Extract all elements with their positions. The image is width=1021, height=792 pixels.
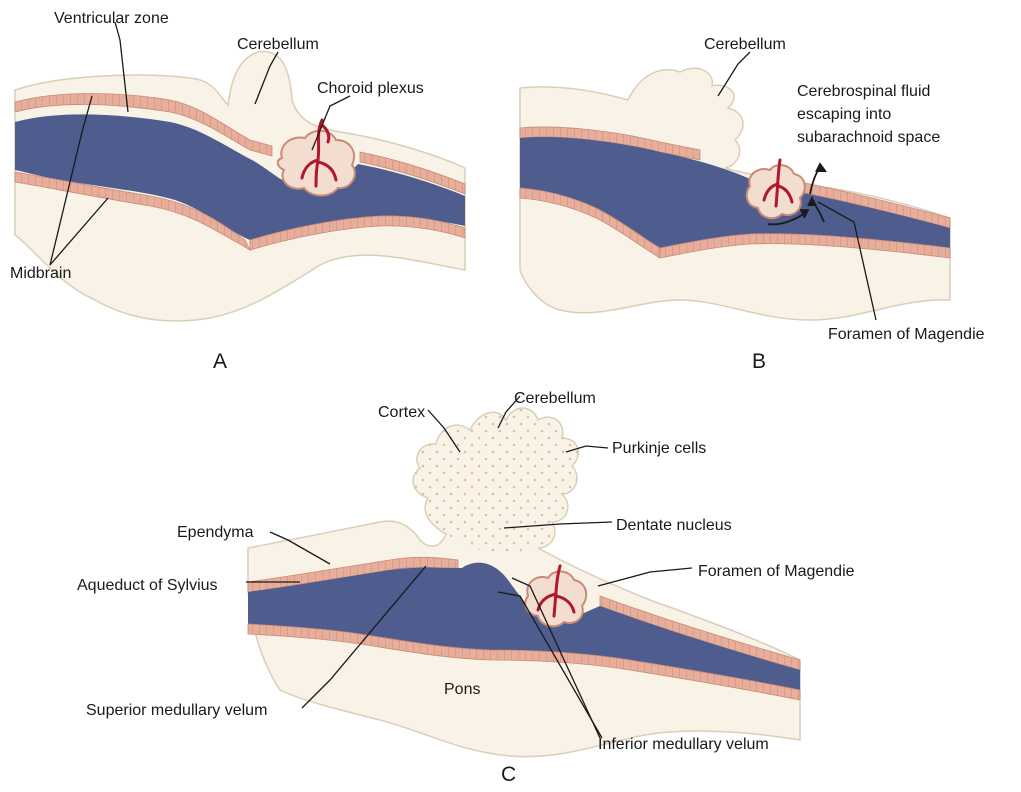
panel-b: Cerebellum Cerebrospinal fluid escaping … — [519, 36, 985, 373]
panel-c-label-foramen: Foramen of Magendie — [698, 563, 855, 580]
panel-a-ependyma-bottom-right — [249, 215, 466, 251]
panel-c-leader-inferior-velum-1 — [497, 591, 603, 739]
panel-b-csf-flow-arrows — [767, 162, 827, 226]
panel-b-label-csf-line2: escaping into — [797, 106, 891, 123]
panel-a: Ventricular zone Cerebellum Choroid plex… — [10, 10, 466, 373]
panel-a-ependyma-top-right — [359, 151, 466, 195]
panel-c-ventricle — [248, 562, 800, 690]
panel-a-ependyma-top — [14, 93, 273, 157]
panel-b-ventricle — [520, 136, 950, 248]
panel-b-label-csf-line3: subarachnoid space — [797, 129, 940, 146]
panel-c-leader-cortex — [427, 409, 461, 453]
panel-a-label-midbrain: Midbrain — [10, 265, 71, 282]
panel-c-letter: C — [501, 763, 516, 786]
panel-a-ventricle — [15, 114, 465, 240]
panel-c-label-cerebellum: Cerebellum — [514, 390, 596, 407]
panel-c-leader-foramen — [597, 567, 693, 587]
panel-a-leader-cerebellum — [254, 51, 279, 105]
panel-b-label-cerebellum: Cerebellum — [704, 36, 786, 53]
panel-c-label-aqueduct: Aqueduct of Sylvius — [77, 577, 218, 594]
panel-a-blood-vessel — [300, 118, 338, 188]
panel-c-label-dentate: Dentate nucleus — [616, 517, 732, 534]
panel-b-label-csf-line1: Cerebrospinal fluid — [797, 83, 930, 100]
panel-a-leader-choroid-plexus — [311, 95, 351, 151]
panel-c-label-pons: Pons — [444, 681, 480, 698]
panel-c-leader-dentate — [503, 521, 613, 529]
panel-b-label-foramen: Foramen of Magendie — [828, 326, 985, 343]
panel-b-blood-vessel — [762, 158, 794, 208]
panel-c-leader-cerebellum — [497, 395, 521, 429]
panel-b-ependyma-bottom-right — [659, 233, 951, 259]
panel-c-label-inferior-velum: Inferior medullary velum — [598, 736, 769, 753]
panel-c-label-cortex: Cortex — [378, 404, 425, 421]
panel-a-label-choroid-plexus: Choroid plexus — [317, 80, 424, 97]
panel-c-leader-ependyma — [269, 531, 331, 565]
panel-b-letter: B — [752, 350, 766, 373]
panel-a-leader-ventricular-zone — [114, 21, 129, 113]
panel-a-leader-midbrain-1 — [49, 95, 93, 266]
panel-c-label-superior-velum: Superior medullary velum — [86, 702, 267, 719]
panel-a-leader-midbrain-2 — [49, 197, 109, 266]
panel-c-blood-vessel — [536, 564, 576, 618]
panel-c-label-purkinje: Purkinje cells — [612, 440, 706, 457]
panel-c-leader-superior-velum — [301, 565, 427, 709]
panel-b-leader-foramen — [817, 201, 877, 321]
panel-c-leader-purkinje — [565, 445, 609, 453]
panel-c-ependyma-bottom — [247, 623, 801, 701]
panel-b-leader-cerebellum — [717, 51, 751, 97]
panel-a-letter: A — [213, 350, 227, 373]
panel-c-leader-inferior-velum-2 — [511, 577, 601, 739]
panel-c-cerebellum-dots — [413, 408, 579, 553]
panel-a-label-cerebellum: Cerebellum — [237, 36, 319, 53]
panel-c-label-ependyma: Ependyma — [177, 524, 254, 541]
panel-a-label-ventricular-zone: Ventricular zone — [54, 10, 169, 27]
panel-c: Cortex Cerebellum Purkinje cells Ependym… — [77, 390, 855, 786]
